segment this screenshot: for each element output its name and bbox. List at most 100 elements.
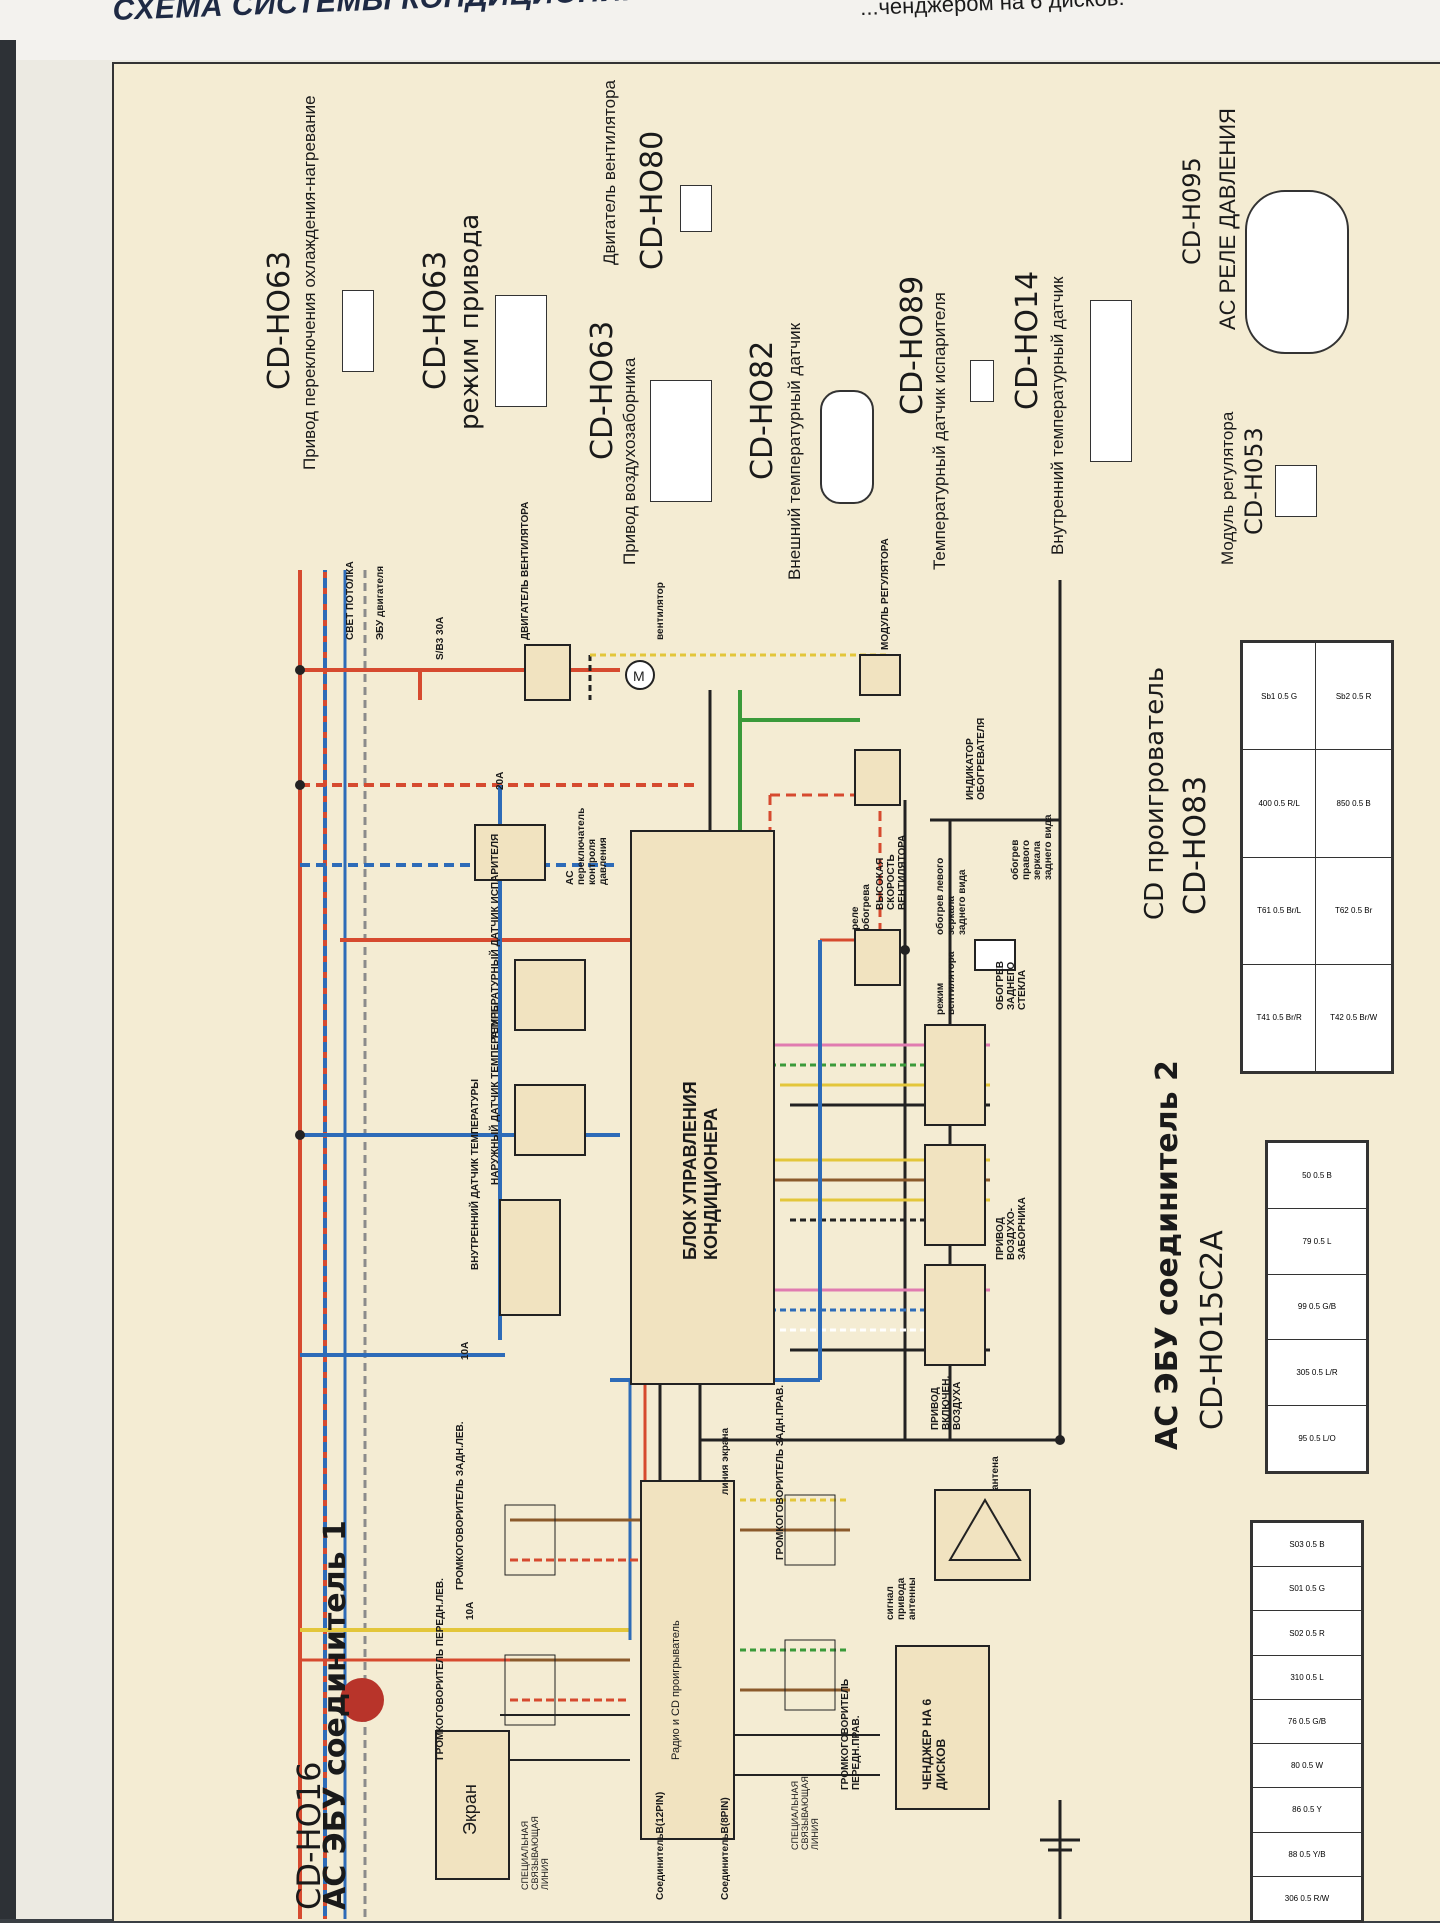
legend-desc-2: режим привода xyxy=(455,213,485,430)
front-right-speaker-icon xyxy=(784,1639,836,1711)
legend-desc-3: Привод воздухозаборника xyxy=(620,357,639,565)
connector-grid-ho63-1 xyxy=(342,290,374,372)
legend-desc-1: Привод переключения охлаждения-нагревани… xyxy=(300,95,319,470)
ho83-cell: T62 0.5 Br xyxy=(1315,856,1392,965)
legend-desc-6: Температурный датчик испарителя xyxy=(930,292,949,570)
engine-ecu-label: ЭБУ двигателя xyxy=(375,565,386,640)
intake-actuator-icon xyxy=(924,1144,986,1246)
fan-label: вентилятор xyxy=(655,582,666,640)
screen-label: Экран xyxy=(460,1784,480,1835)
legend-desc-7: Внутренний температурный датчик xyxy=(1048,276,1067,556)
ho83-cell: 850 0.5 B xyxy=(1315,749,1392,858)
diagram-frame xyxy=(112,62,1440,1921)
fuse-10a-2-label: 10A xyxy=(465,1601,476,1620)
speaker-front-right-label: ГРОМКОГОВОРИТЕЛЬ ПЕРЕДН.ПРАВ. xyxy=(840,1678,862,1790)
rear-defrost-icon xyxy=(974,939,1016,971)
heater-relay-icon xyxy=(854,929,901,986)
pressure-switch-icon xyxy=(474,824,546,881)
connector-grid-ho63-2 xyxy=(495,295,547,407)
rear-defrost-label: ОБОГРЕВ ЗАДНЕГО СТЕКЛА xyxy=(995,961,1028,1010)
legend-code-5: CD-HO82 xyxy=(745,340,780,480)
outer-sensor-icon xyxy=(514,1084,586,1156)
legend-code-2: CD-HO63 xyxy=(418,250,453,390)
changer-box xyxy=(895,1645,990,1810)
front-left-speaker-icon xyxy=(504,1654,556,1726)
svg-text:M: M xyxy=(633,668,645,684)
legend-code-3: CD-HO63 xyxy=(585,320,620,460)
ho16-cell: 86 0.5 Y xyxy=(1252,1787,1362,1833)
speaker-rear-label: ГРОМКОГОВОРИТЕЛЬ ЗАДН.ЛЕВ. xyxy=(455,1421,466,1590)
antenna-amp-icon xyxy=(934,1489,1031,1581)
ho16-cell: 306 0.5 R/W xyxy=(1252,1875,1362,1922)
changer-label: ЧЕНДЖЕР НА 6 ДИСКОВ xyxy=(920,1698,948,1790)
legend-desc-5: Внешний температурный датчик xyxy=(785,322,804,580)
ac-control-unit xyxy=(630,830,775,1385)
fuse-10a-1-label: 10A xyxy=(460,1341,471,1360)
ho16-cell: S01 0.5 G xyxy=(1252,1566,1362,1612)
rear-left-speaker-icon xyxy=(504,1504,556,1576)
antenna-label: антена xyxy=(990,1456,1001,1490)
antenna-signal-label: сигнал привода антенны xyxy=(885,1577,918,1620)
screen-line-label: линия экрана xyxy=(720,1427,731,1495)
ho15-cell: 305 0.5 L/R xyxy=(1267,1339,1367,1407)
legend-desc-9: AC РЕЛЕ ДАВЛЕНИЯ xyxy=(1215,108,1240,330)
left-mirror-label: обогрев левого зеркала заднего вида xyxy=(935,857,968,935)
header-strip xyxy=(0,0,1440,60)
legend-code-7: CD-HO14 xyxy=(1010,270,1045,410)
evap-sensor-label: ТЕМПЕРАТУРНЫЙ ДАТЧИК ИСПАРИТЕЛЯ xyxy=(490,833,501,1040)
ho83-cell: Sb2 0.5 R xyxy=(1315,641,1392,751)
legend-code-10: CD-HO83 xyxy=(1178,775,1213,915)
ho15-cell: 79 0.5 L xyxy=(1267,1207,1367,1275)
legend-desc-8: Модуль регулятора xyxy=(1218,411,1237,565)
legend-desc-4: Двигатель вентилятора xyxy=(600,80,619,265)
evap-sensor-icon xyxy=(514,959,586,1031)
legend-code-6: CD-HO89 xyxy=(895,275,930,415)
legend-code-4: CD-HO80 xyxy=(635,130,670,270)
legend-code-1: CD-HO63 xyxy=(262,250,297,390)
fan-relay-icon xyxy=(524,644,571,701)
connector-grid-ho82 xyxy=(820,390,874,504)
ho83-cell: T61 0.5 Br/L xyxy=(1241,856,1317,965)
ho15-cell: 95 0.5 L/O xyxy=(1267,1405,1367,1472)
binder-edge xyxy=(0,40,16,1919)
connector-grid-ho15c2a: 50 0.5 B 79 0.5 L 99 0.5 G/B 305 0.5 L/R… xyxy=(1265,1140,1369,1474)
legend-code-11: CD-HO15C2A xyxy=(1195,1230,1230,1430)
fan-motor-label: ДВИГАТЕЛЬ ВЕНТИЛЯТОРА xyxy=(520,501,531,640)
right-mirror-label: обогрев правого зеркала заднего вида xyxy=(1010,814,1054,880)
legend-desc-12: AC ЭБУ соединитель 1 xyxy=(318,1520,353,1910)
inner-sensor-label: ВНУТРЕННИЙ ДАТЧИК ТЕМПЕРАТУРЫ xyxy=(470,1078,481,1270)
ho15-cell: 99 0.5 G/B xyxy=(1267,1273,1367,1341)
connector-b12-label: СоединительВ(12PIN) xyxy=(655,1791,666,1900)
special-line-1-label: СПЕЦИАЛЬНАЯ СВЯЗЫВАЮЩАЯ ЛИНИЯ xyxy=(520,1816,550,1890)
connector-grid-ho63-3 xyxy=(650,380,712,502)
fan-mode-actuator-icon xyxy=(924,1024,986,1126)
connector-b8-label: СоединительВ(8PIN) xyxy=(720,1797,731,1900)
fan-mode-label: режим вентилятора xyxy=(935,951,957,1015)
ac-control-unit-label: БЛОК УПРАВЛЕНИЯ КОНДИЦИОНЕРА xyxy=(680,1081,721,1260)
rear-right-speaker-icon xyxy=(784,1494,836,1566)
fuse-20a-label: 20A xyxy=(495,771,506,790)
connector-grid-h095 xyxy=(1245,190,1349,354)
regulator-module-icon xyxy=(859,654,901,696)
high-speed-label: ВЫСОКАЯ СКОРОСТЬ ВЕНТИЛЯТОРА xyxy=(875,834,908,910)
connector-grid-ho14 xyxy=(1090,300,1132,462)
screen-box xyxy=(435,1730,510,1880)
ho15-cell: 50 0.5 B xyxy=(1267,1142,1367,1209)
legend-desc-11: AC ЭБУ соединитель 2 xyxy=(1150,1060,1185,1450)
connector-grid-ho16: S03 0.5 B S01 0.5 G S02 0.5 R 310 0.5 L … xyxy=(1250,1520,1364,1923)
regulator-label: МОДУЛЬ РЕГУЛЯТОРА xyxy=(880,538,891,650)
ho16-cell: 310 0.5 L xyxy=(1252,1654,1362,1700)
ho16-cell: S02 0.5 R xyxy=(1252,1610,1362,1656)
ho83-cell: T42 0.5 Br/W xyxy=(1315,963,1392,1073)
fan-motor-icon xyxy=(625,660,655,690)
pressure-switch-label: AC переключатель контроля давления xyxy=(565,807,609,885)
legend-code-8: CD-H053 xyxy=(1240,427,1268,535)
mode-actuator-icon xyxy=(924,1264,986,1366)
ho83-cell: 400 0.5 R/L xyxy=(1241,749,1317,858)
mode-actuator-label: ПРИВОД ВКЛЮЧЕН. ВОЗДУХА xyxy=(930,1375,963,1430)
connector-grid-ho89 xyxy=(970,360,994,402)
radio-unit xyxy=(640,1480,735,1840)
